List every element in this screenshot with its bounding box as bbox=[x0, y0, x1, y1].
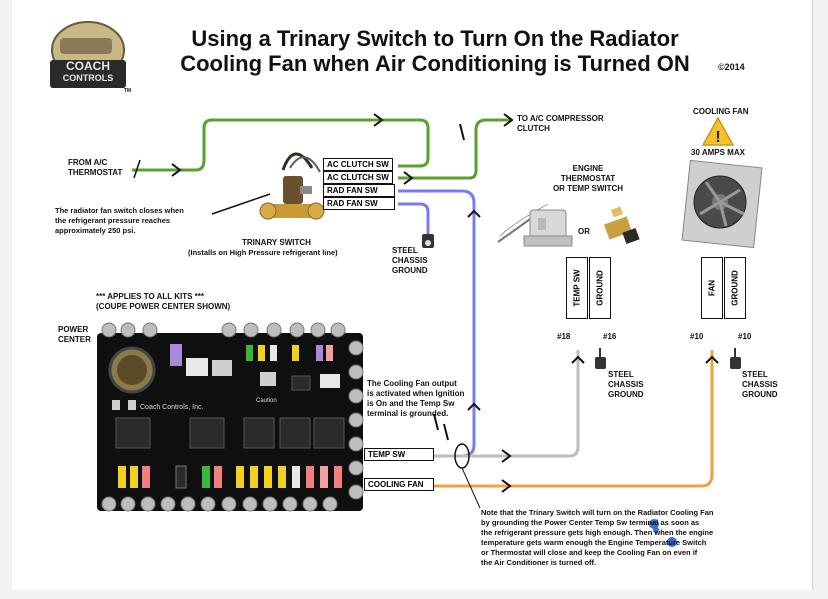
fan-ground-label: GROUND bbox=[730, 270, 740, 306]
pin-18-label: #18 bbox=[557, 332, 571, 341]
svg-text:!: ! bbox=[715, 129, 720, 146]
ground-terminal-2 bbox=[595, 348, 606, 369]
title-line-1: Using a Trinary Switch to Turn On the Ra… bbox=[191, 26, 679, 51]
applies-to-all-kits: *** APPLIES TO ALL KITS *** (COUPE POWER… bbox=[96, 292, 231, 311]
green-wire bbox=[132, 118, 512, 180]
logo-text-bottom: CONTROLS bbox=[62, 73, 114, 83]
annotation-dot bbox=[667, 537, 677, 547]
gray-wire bbox=[432, 350, 580, 458]
power-center-label: POWER CENTER bbox=[58, 325, 91, 344]
radiator-switch-note: The radiator fan switch closes when the … bbox=[55, 206, 184, 235]
wire-arrows bbox=[171, 113, 719, 493]
fan-ground-terminal: GROUND bbox=[724, 257, 746, 319]
power-center-board bbox=[97, 322, 364, 512]
note-pointer bbox=[211, 193, 271, 215]
slash-mark bbox=[133, 159, 141, 179]
steel-ground-label-3: STEEL CHASSIS GROUND bbox=[742, 370, 778, 399]
bottom-note: Note that the Trinary Switch will turn o… bbox=[481, 508, 714, 567]
or-label: OR bbox=[578, 227, 590, 236]
to-compressor-label: TO A/C COMPRESSOR CLUTCH bbox=[517, 114, 604, 133]
rad-fan-sw-terminal-1: RAD FAN SW bbox=[323, 184, 395, 197]
trinary-switch-image bbox=[259, 152, 325, 220]
coach-controls-logo bbox=[50, 21, 126, 88]
fan-terminal: FAN bbox=[701, 257, 723, 319]
ac-clutch-sw-terminal-2: AC CLUTCH SW bbox=[323, 171, 393, 184]
cooling-fan-terminal: COOLING FAN bbox=[364, 478, 434, 491]
pin-16-label: #16 bbox=[603, 332, 617, 341]
pin-10-label-b: #10 bbox=[738, 332, 752, 341]
board-brand-text: Coach Controls, Inc. bbox=[140, 404, 204, 411]
rad-fan-sw-terminal-2: RAD FAN SW bbox=[323, 197, 395, 210]
ground-terminal-3 bbox=[730, 348, 741, 369]
logo-text-top: COACH bbox=[66, 59, 110, 73]
copyright-mark: ©2014 bbox=[718, 62, 745, 72]
steel-ground-label-2: STEEL CHASSIS GROUND bbox=[608, 370, 644, 399]
thermo-temp-sw-terminal: TEMP SW bbox=[566, 257, 588, 319]
trinary-switch-subtitle: (Installs on High Pressure refrigerant l… bbox=[188, 248, 338, 257]
thermo-ground-terminal: GROUND bbox=[589, 257, 611, 319]
thermo-ground-label: GROUND bbox=[595, 270, 605, 306]
logo-tm: TM bbox=[124, 88, 132, 94]
title-line-2: Cooling Fan when Air Conditioning is Tur… bbox=[180, 51, 690, 76]
engine-thermostat-image bbox=[497, 203, 573, 247]
thermo-temp-sw-label: TEMP SW bbox=[572, 269, 582, 307]
from-thermostat-label: FROM A/C THERMOSTAT bbox=[68, 158, 123, 177]
temp-switch-image bbox=[603, 206, 640, 245]
cooling-fan-label: COOLING FAN bbox=[693, 107, 749, 116]
pin-10-label-a: #10 bbox=[690, 332, 704, 341]
cooling-output-note: The Cooling Fan output is activated when… bbox=[367, 379, 465, 418]
temp-sw-terminal: TEMP SW bbox=[364, 448, 434, 461]
steel-ground-label-1: STEEL CHASSIS GROUND bbox=[392, 246, 428, 275]
fan-terminal-label: FAN bbox=[707, 280, 717, 296]
annotation-dot bbox=[649, 519, 659, 529]
cooling-fan-image: ! bbox=[681, 116, 763, 249]
note-leader bbox=[461, 467, 481, 509]
trinary-switch-title: TRINARY SWITCH bbox=[242, 238, 311, 247]
ground-terminal-1 bbox=[422, 234, 434, 248]
ac-clutch-sw-terminal-1: AC CLUTCH SW bbox=[323, 158, 393, 171]
amps-max-label: 30 AMPS MAX bbox=[691, 148, 745, 157]
orange-wire bbox=[432, 350, 714, 488]
board-caution-text: Caution bbox=[256, 398, 277, 404]
engine-thermostat-label: ENGINE THERMOSTAT OR TEMP SWITCH bbox=[552, 164, 624, 193]
annotation-dot bbox=[653, 527, 659, 533]
